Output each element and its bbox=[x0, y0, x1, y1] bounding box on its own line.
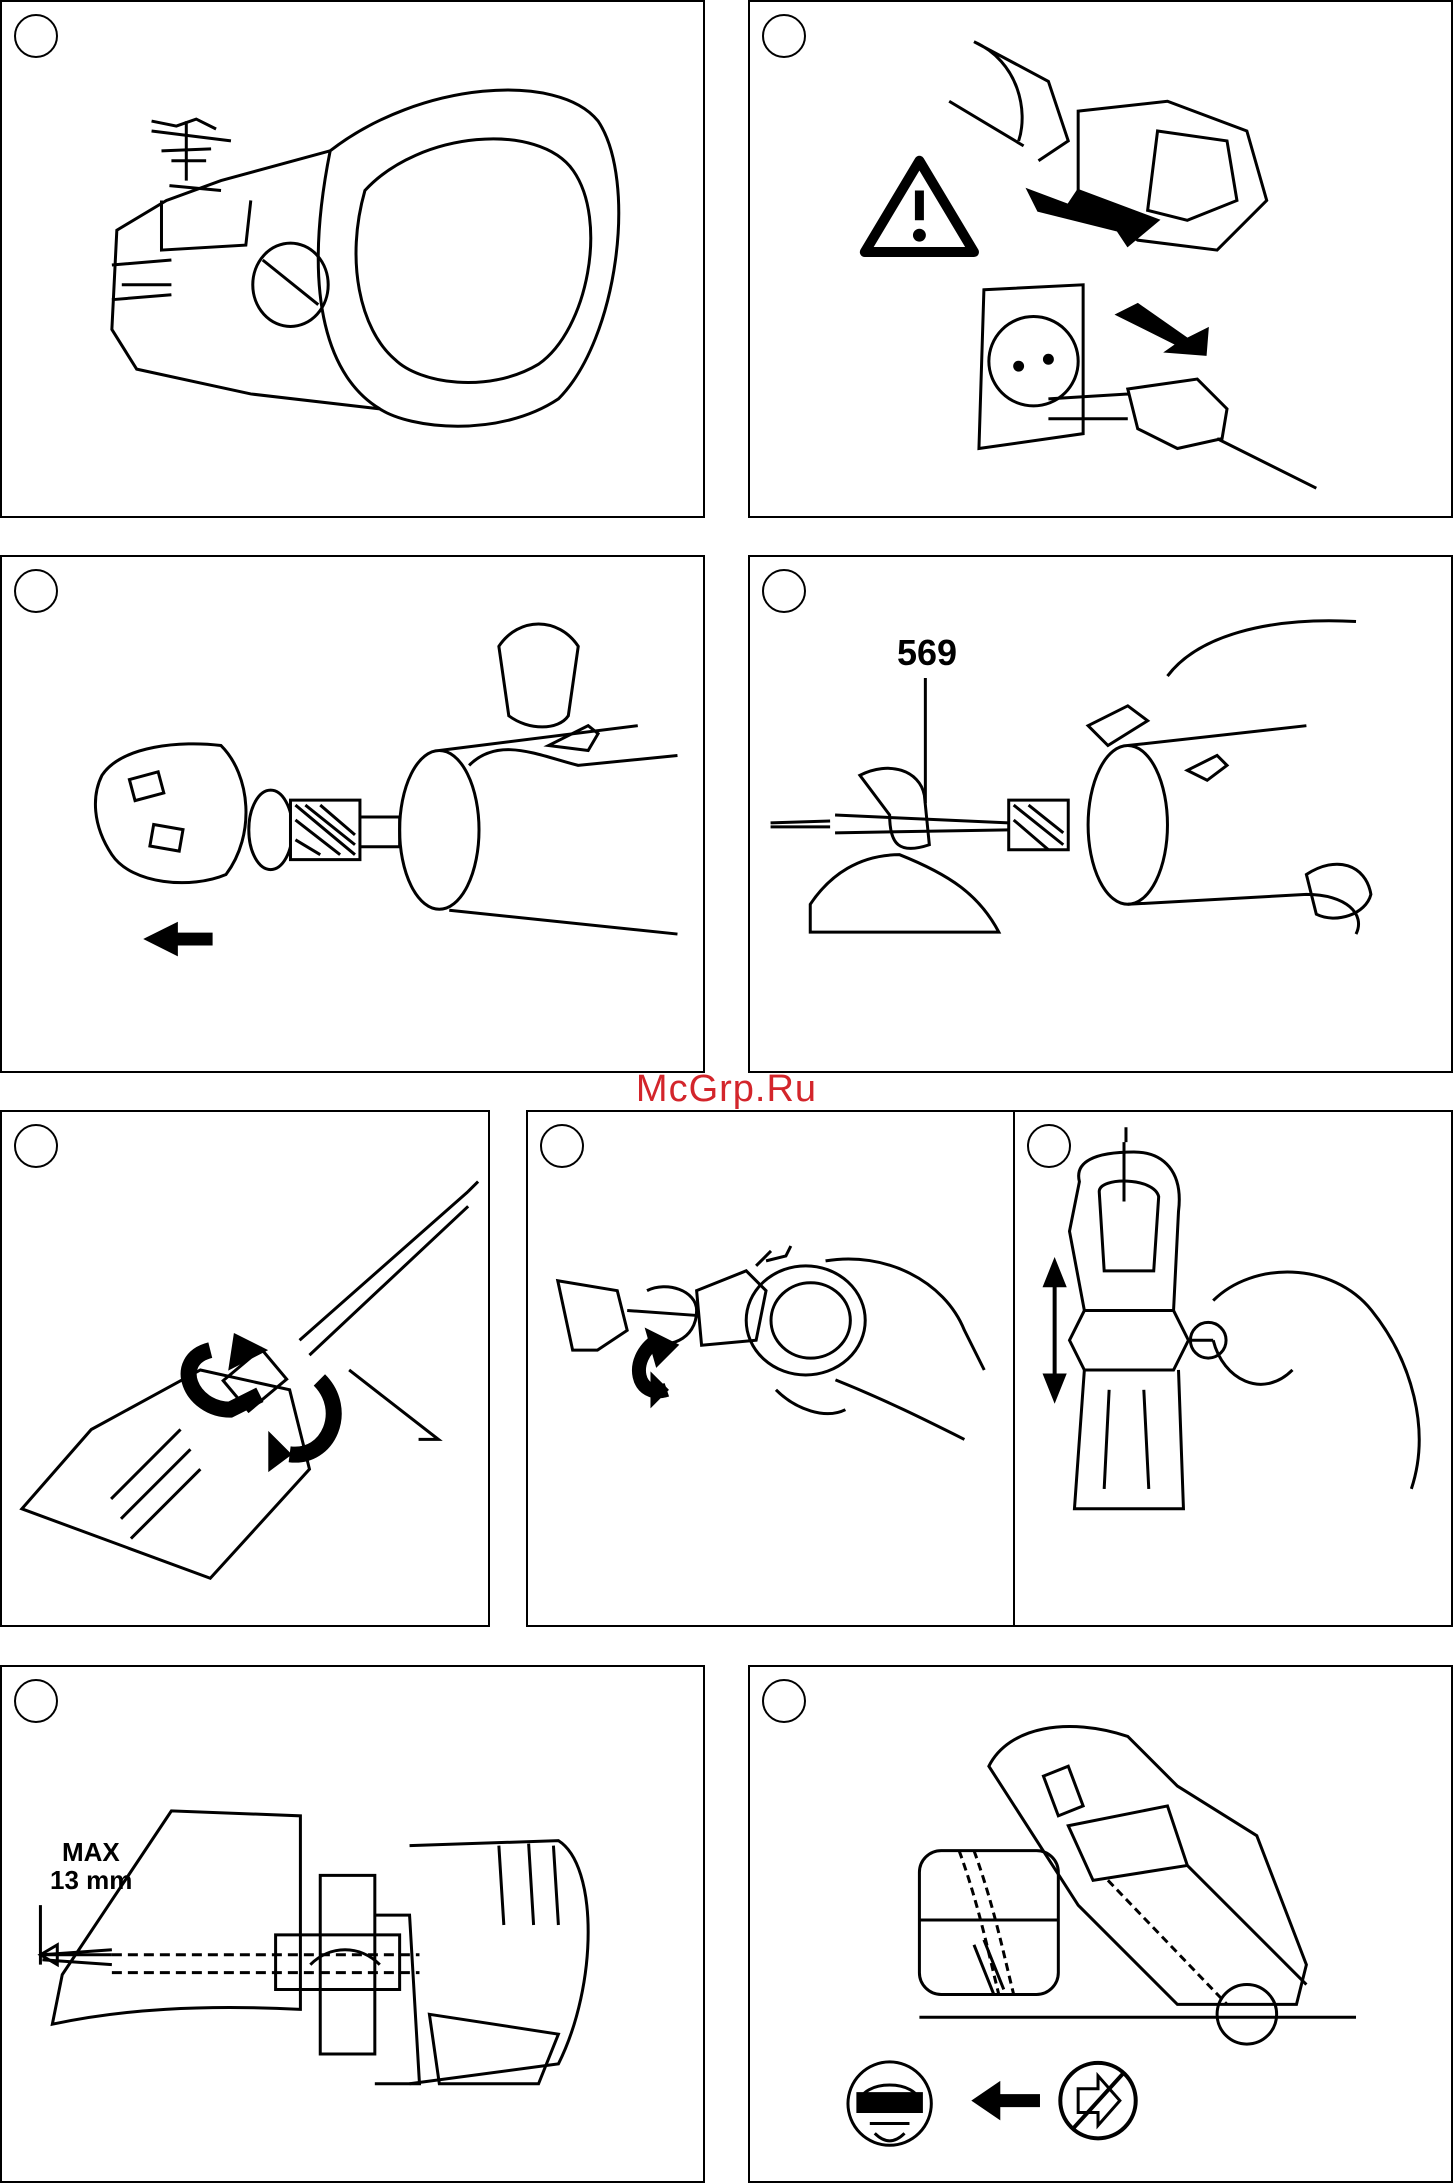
tighten-collet-illustration bbox=[2, 1112, 488, 1625]
max-drill-protrusion-illustration bbox=[2, 1667, 703, 2181]
figure-panel-1 bbox=[0, 0, 705, 518]
figure-panel-2 bbox=[748, 0, 1453, 518]
figure-panel-6 bbox=[526, 1110, 1016, 1627]
adjust-angle-illustration bbox=[1015, 1112, 1451, 1625]
figure-panel-4: 569 bbox=[748, 555, 1453, 1073]
watermark: McGrp.Ru bbox=[0, 1068, 1453, 1111]
battery-and-plug-removal-illustration bbox=[750, 2, 1451, 516]
drill-bit-insertion-illustration bbox=[750, 557, 1451, 1071]
figure-panel-7 bbox=[1013, 1110, 1453, 1627]
sharpening-operation-illustration bbox=[750, 1667, 1451, 2181]
figure-panel-3 bbox=[0, 555, 705, 1073]
figure-panel-9 bbox=[748, 1665, 1453, 2183]
figure-panel-8: MAX 13 mm bbox=[0, 1665, 705, 2183]
attach-sharpener-illustration bbox=[528, 1112, 1014, 1625]
figure-panel-5 bbox=[0, 1110, 490, 1627]
sharpening-attachment-illustration bbox=[2, 2, 703, 516]
collet-cap-removal-illustration bbox=[2, 557, 703, 1071]
